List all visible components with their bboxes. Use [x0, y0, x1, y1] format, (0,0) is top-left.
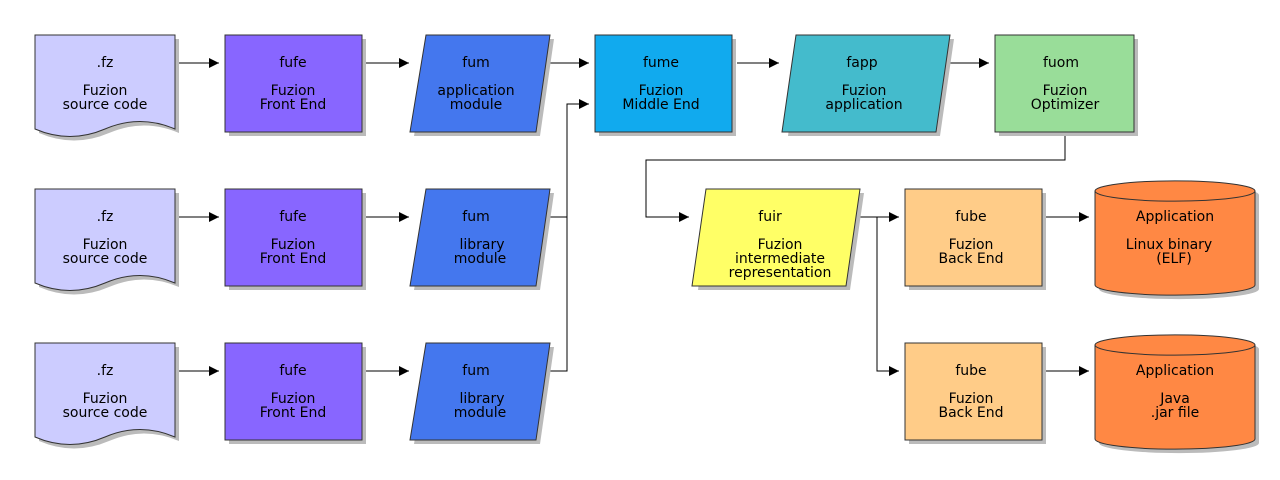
node-line-3: representation [729, 265, 832, 281]
process-box [224, 188, 363, 287]
node-title: fuir [758, 209, 782, 225]
node-title: Application [1136, 363, 1214, 379]
node-title: .fz [97, 363, 114, 379]
node-application: fapp Fuzion application [781, 34, 954, 136]
document-shape [34, 188, 176, 291]
data-parallelogram [691, 188, 861, 287]
node-line-1: Fuzion [842, 83, 887, 99]
edge-fuom-fuir [645, 133, 1066, 222]
edge-fuir-be2 [876, 217, 899, 376]
node-source-3: .fz Fuzion source code [34, 342, 179, 449]
node-line-1: Fuzion [1043, 83, 1088, 99]
node-module-3: fum library module [409, 342, 554, 444]
node-backend-1: fube Fuzion Back End [904, 188, 1046, 290]
node-line-1: Fuzion [758, 237, 803, 253]
node-optimizer: fuom Fuzion Optimizer [994, 34, 1138, 136]
node-title: fume [643, 55, 679, 71]
cylinder-body [1094, 180, 1256, 296]
node-title: fufe [279, 55, 306, 71]
node-backend-2: fube Fuzion Back End [904, 342, 1046, 444]
node-frontend-3: fufe Fuzion Front End [224, 342, 366, 444]
node-source-1: .fz Fuzion source code [34, 34, 179, 141]
node-line-2: source code [63, 405, 148, 421]
node-title: Application [1136, 209, 1214, 225]
node-title: fapp [846, 55, 877, 71]
data-parallelogram [781, 34, 951, 133]
node-line-2: module [450, 97, 502, 113]
node-module-1: fum application module [409, 34, 554, 136]
node-line-2: Back End [938, 405, 1003, 421]
node-line-2: source code [63, 251, 148, 267]
node-title: .fz [97, 55, 114, 71]
node-line-1: Fuzion [83, 237, 128, 253]
node-title: fube [955, 209, 986, 225]
data-parallelogram [409, 188, 551, 287]
node-line-1: Fuzion [639, 83, 684, 99]
document-shape [34, 34, 176, 137]
node-line-1: Fuzion [949, 237, 994, 253]
document-shape [34, 342, 176, 445]
node-line-2: intermediate [735, 251, 825, 267]
edges [176, 58, 1089, 376]
node-line-2: Front End [260, 97, 326, 113]
node-line-2: (ELF) [1156, 251, 1192, 267]
node-line-1: application [437, 83, 514, 99]
node-frontend-2: fufe Fuzion Front End [224, 188, 366, 290]
node-line-1: Fuzion [271, 83, 316, 99]
node-title: .fz [97, 209, 114, 225]
node-line-1: library [459, 237, 504, 253]
node-target-elf: Application Linux binary (ELF) [1094, 180, 1259, 300]
data-parallelogram [409, 342, 551, 441]
node-middle-end: fume Fuzion Middle End [594, 34, 736, 136]
cylinder-body [1094, 334, 1256, 450]
node-line-1: Fuzion [83, 83, 128, 99]
process-box [224, 342, 363, 441]
node-line-2: source code [63, 97, 148, 113]
process-box [994, 34, 1135, 133]
data-parallelogram [409, 34, 551, 133]
node-title: fufe [279, 209, 306, 225]
node-line-2: application [825, 97, 902, 113]
node-line-2: .jar file [1151, 405, 1199, 421]
node-title: fuom [1043, 55, 1079, 71]
edge-mod3-fume [547, 217, 568, 372]
node-line-2: Middle End [622, 97, 699, 113]
cylinder-rim [1094, 190, 1256, 202]
process-box [594, 34, 733, 133]
node-line-1: Fuzion [83, 391, 128, 407]
node-line-1: Java [1159, 391, 1190, 407]
node-source-2: .fz Fuzion source code [34, 188, 179, 295]
node-line-1: Fuzion [271, 391, 316, 407]
process-box [224, 34, 363, 133]
process-box [904, 188, 1043, 287]
node-line-1: library [459, 391, 504, 407]
node-line-1: Linux binary [1126, 237, 1212, 253]
node-module-2: fum library module [409, 188, 554, 290]
node-line-1: Fuzion [949, 391, 994, 407]
node-line-2: Front End [260, 251, 326, 267]
node-title: fufe [279, 363, 306, 379]
node-target-jar: Application Java .jar file [1094, 334, 1259, 454]
node-title: fum [462, 209, 489, 225]
process-box [904, 342, 1043, 441]
node-ir: fuir Fuzion intermediate representation [691, 188, 864, 290]
node-frontend-1: fufe Fuzion Front End [224, 34, 366, 136]
node-line-2: Front End [260, 405, 326, 421]
node-line-2: Back End [938, 251, 1003, 267]
node-line-2: module [454, 251, 506, 267]
node-line-1: Fuzion [271, 237, 316, 253]
node-title: fum [462, 55, 489, 71]
node-line-2: Optimizer [1031, 97, 1100, 113]
edge-mod2-fume [547, 99, 589, 218]
node-title: fube [955, 363, 986, 379]
cylinder-rim [1094, 344, 1256, 356]
node-title: fum [462, 363, 489, 379]
node-line-2: module [454, 405, 506, 421]
